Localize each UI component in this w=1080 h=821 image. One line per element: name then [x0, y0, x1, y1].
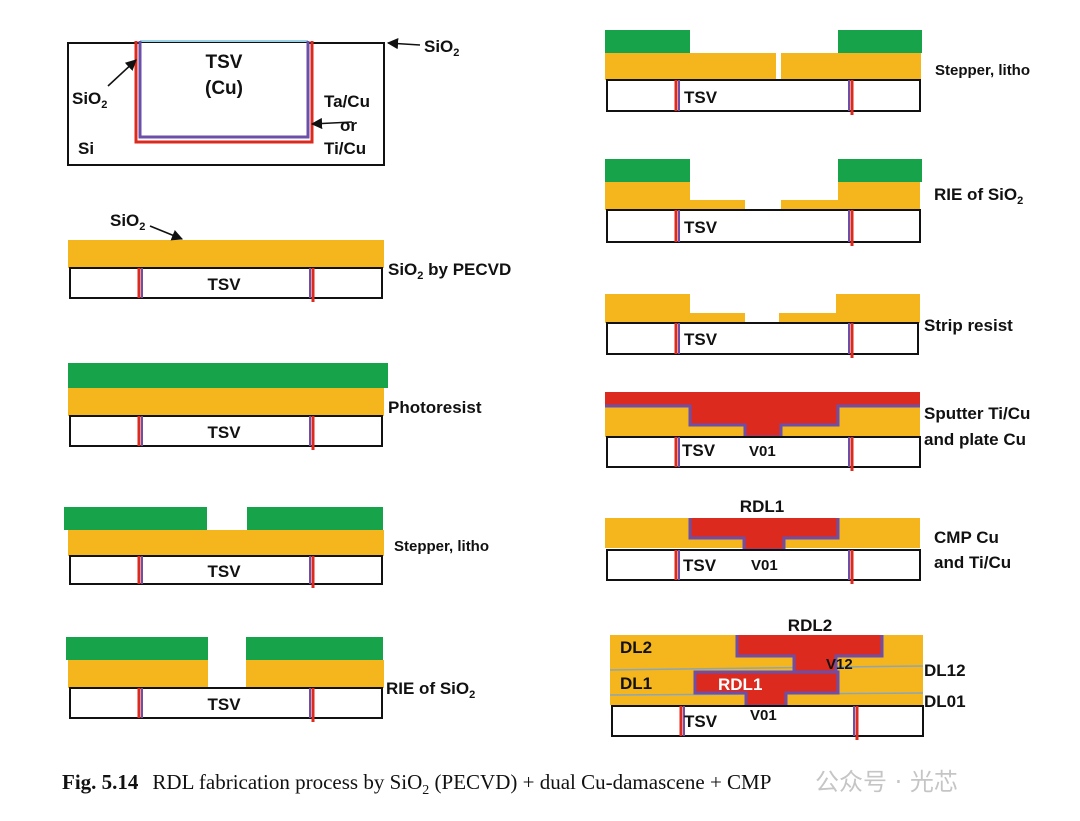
dl2-label: DL2 — [620, 638, 652, 657]
tsv-label: TSV — [207, 695, 241, 714]
right-step6-multilayer-rdl: RDL2 DL2 V12 DL1 RDL1 DL12 DL01 V01 TSV — [609, 616, 966, 740]
tsv-label: TSV — [684, 88, 718, 107]
right-step2-rie-sio2: TSV RIE of SiO2 — [605, 159, 1023, 246]
tsv-label: TSV — [206, 52, 243, 73]
caption-subscript: 2 — [422, 783, 430, 799]
rdl1-copper — [695, 672, 838, 706]
tsv-label: TSV — [207, 275, 241, 294]
tsv-label: TSV — [683, 556, 717, 575]
sio2-pointer-label: SiO2 — [110, 211, 145, 233]
cu-label: (Cu) — [205, 78, 243, 99]
step-label: Stepper, litho — [394, 538, 489, 555]
rdl2-label: RDL2 — [788, 616, 832, 635]
caption-text-pre: RDL fabrication process by SiO — [152, 770, 423, 794]
tsv-label: TSV — [207, 423, 241, 442]
oxide-liner — [134, 41, 314, 144]
right-step5-cmp: RDL1 TSV V01 CMP Cu and Ti/Cu — [605, 497, 1011, 584]
right-step4-sputter-plate: TSV V01 Sputter Ti/Cu and plate Cu — [605, 392, 1030, 471]
via-label: V01 — [751, 557, 778, 574]
watermark: 公众号 · 光芯 — [815, 768, 958, 796]
step-label-line2: and Ti/Cu — [934, 553, 1011, 572]
figure-caption: Fig. 5.14 RDL fabrication process by SiO2… — [62, 770, 771, 799]
left-step3-photoresist: TSV Photoresist — [68, 363, 482, 450]
step-label: Strip resist — [924, 316, 1013, 335]
barrier-liner — [138, 41, 310, 139]
step-label: Photoresist — [388, 398, 482, 417]
left-step4-stepper-litho: TSV Stepper, litho — [64, 507, 489, 588]
plated-copper — [605, 392, 920, 437]
liner-arrow — [310, 117, 353, 130]
v12-label: V12 — [826, 656, 853, 673]
tsv-label: TSV — [207, 562, 241, 581]
caption-text-post: (PECVD) + dual Cu-damascene + CMP — [429, 770, 772, 794]
sio2-pointer-arrow — [149, 225, 184, 241]
rdl1-label: RDL1 — [718, 675, 762, 694]
si-label: Si — [78, 139, 94, 158]
right-step3-strip-resist: TSV Strip resist — [605, 294, 1013, 358]
sio2-right-label: SiO2 — [424, 37, 459, 59]
step-label: Stepper, litho — [935, 62, 1030, 79]
ti-cu-label: Ti/Cu — [324, 139, 366, 158]
right-step1-stepper-litho: TSV Stepper, litho — [605, 30, 1030, 115]
sio2-right-arrow — [386, 38, 421, 50]
v01-label: V01 — [750, 707, 777, 724]
dl01-label: DL01 — [924, 692, 966, 711]
sio2-left-arrow — [107, 59, 137, 87]
tsv-label: TSV — [684, 330, 718, 349]
rdl2-copper — [737, 635, 882, 672]
step-label-line1: Sputter Ti/Cu — [924, 404, 1030, 423]
tsv-label: TSV — [684, 712, 718, 731]
ta-cu-label: Ta/Cu — [324, 92, 370, 111]
step-label-line1: CMP Cu — [934, 528, 999, 547]
sio2-left-label: SiO2 — [72, 89, 107, 111]
or-label: or — [340, 116, 357, 135]
tsv-label: TSV — [682, 441, 716, 460]
via-label: V01 — [749, 443, 776, 460]
rdl1-label: RDL1 — [740, 497, 784, 516]
left-step5-rie-sio2: TSV RIE of SiO2 — [66, 637, 475, 722]
dl1-label: DL1 — [620, 674, 652, 693]
step-label: RIE of SiO2 — [934, 185, 1023, 207]
dl12-label: DL12 — [924, 661, 966, 680]
step-label-line2: and plate Cu — [924, 430, 1026, 449]
tsv-label: TSV — [684, 218, 718, 237]
left-step2-sio2-pecvd: TSV SiO2 SiO2 by PECVD — [68, 211, 511, 302]
step-label: RIE of SiO2 — [386, 679, 475, 701]
left-step1-tsv-cross-section: TSV (Cu) SiO2 Si Ta/Cu or Ti/Cu SiO2 — [67, 37, 459, 166]
figure-number: Fig. 5.14 — [62, 770, 139, 794]
step-label: SiO2 by PECVD — [388, 260, 511, 282]
rdl1-copper — [690, 518, 838, 550]
